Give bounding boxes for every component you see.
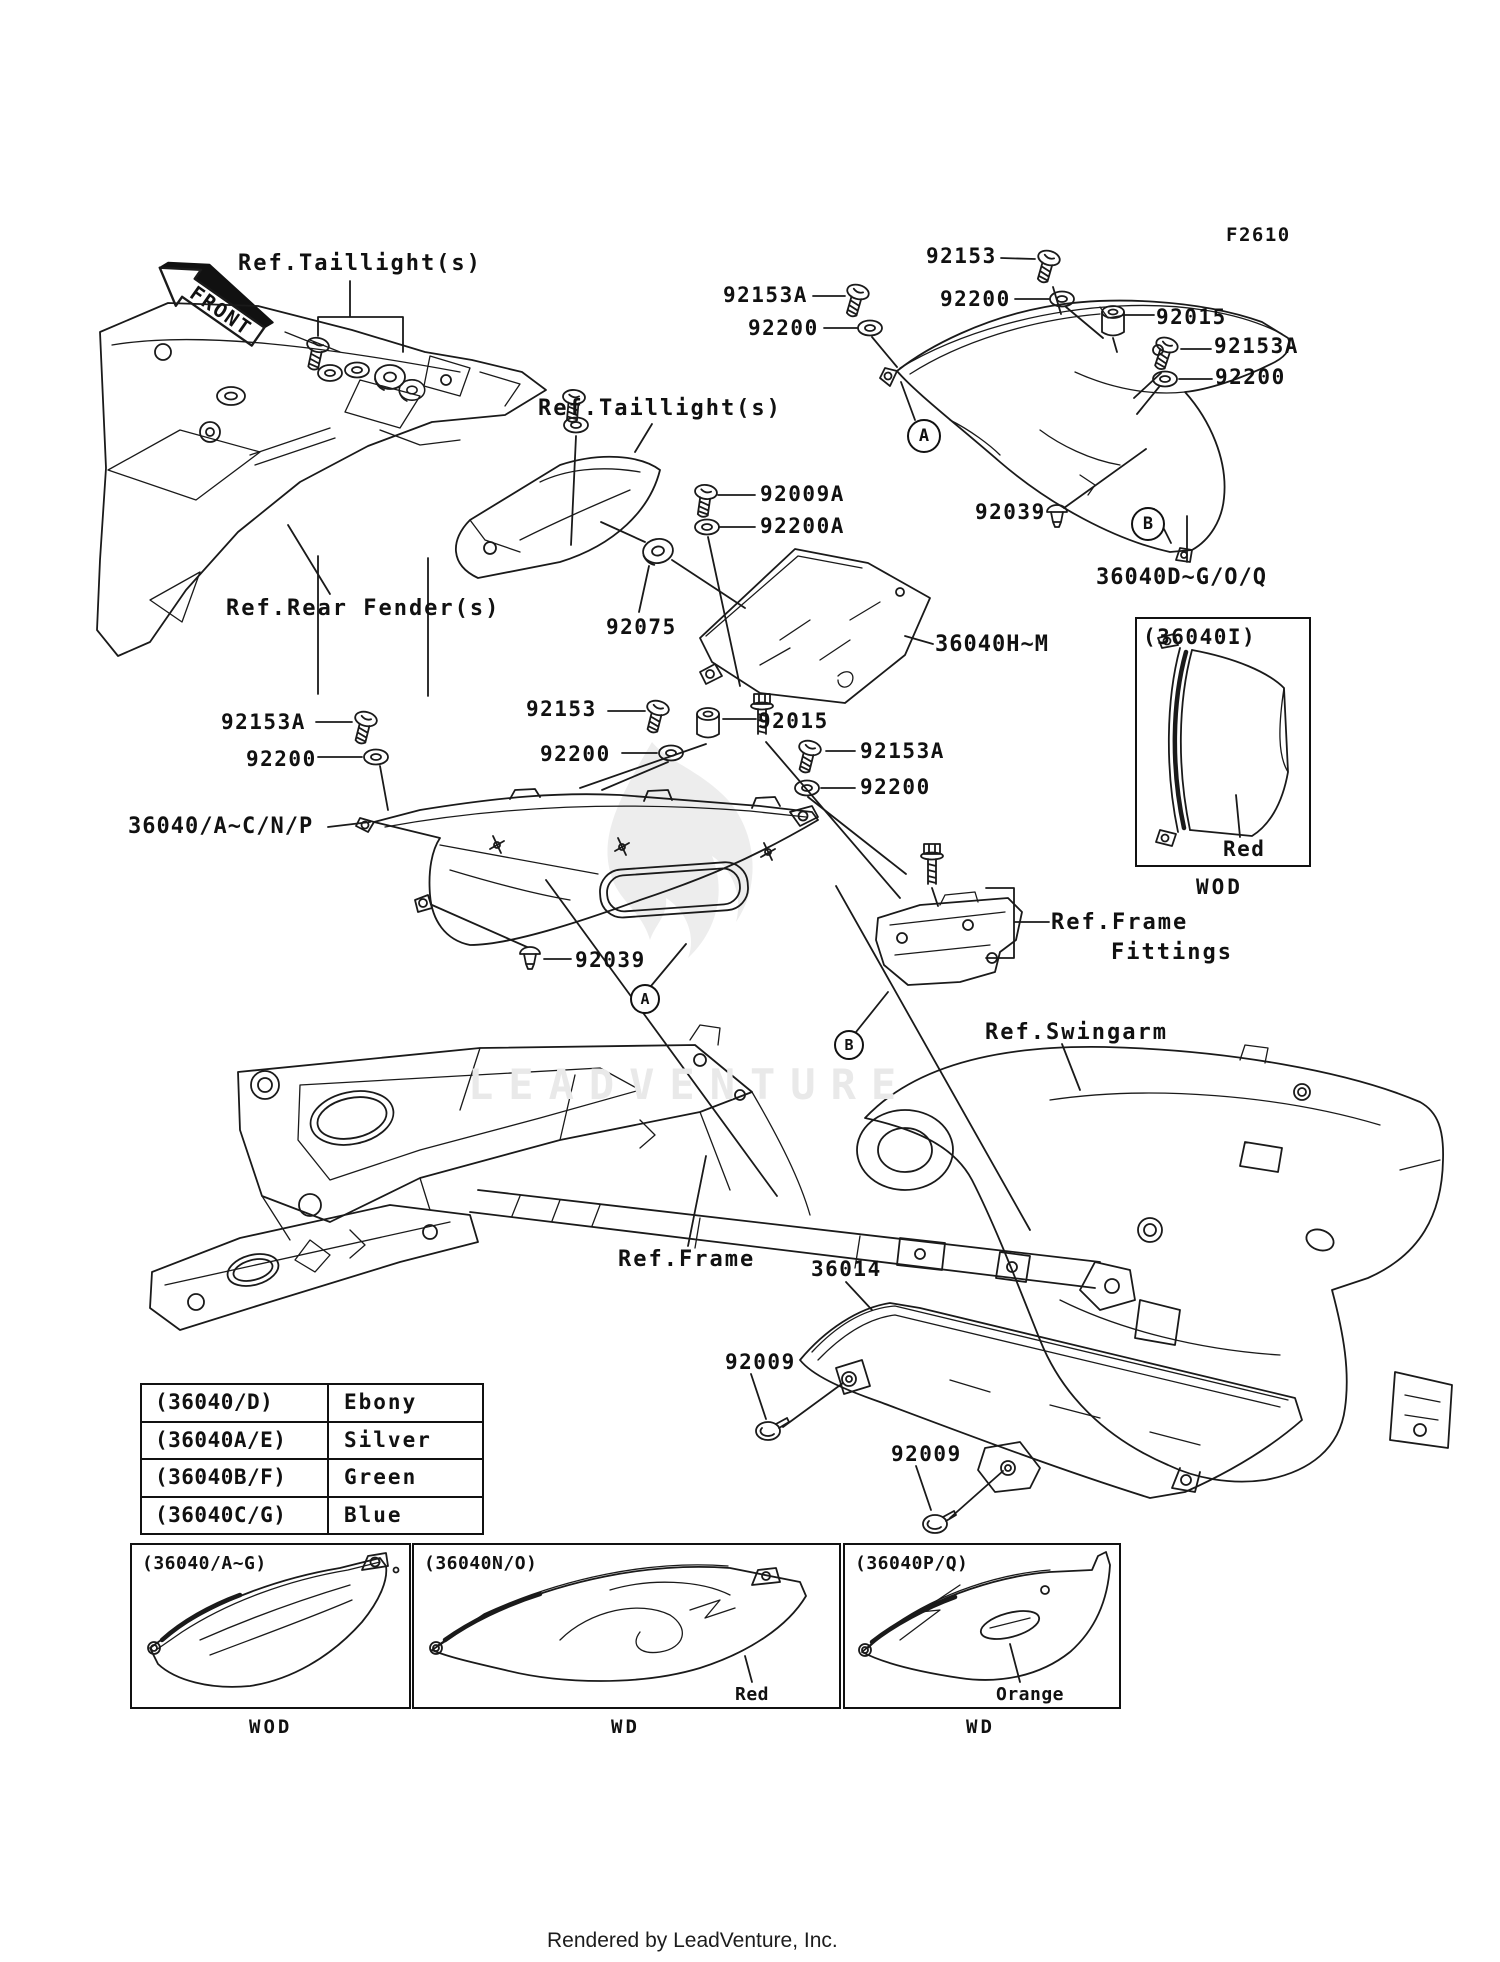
fiche-code: F2610 [1226, 224, 1291, 246]
label-92153-top: 92153 [926, 244, 997, 268]
label-92153a-left: 92153A [221, 710, 306, 734]
color-name: Blue [344, 1502, 403, 1527]
color-code: (36040/D) [142, 1385, 329, 1421]
frame-art [149, 1024, 1181, 1346]
label-92200a: 92200A [760, 514, 845, 538]
color-code: (36040A/E) [142, 1422, 329, 1458]
label-92200-top: 92200 [940, 287, 1011, 311]
inset-wd-label: WOD [1196, 875, 1243, 899]
ref-taillight-top: Ref.Taillight(s) [238, 251, 482, 276]
color-name: Silver [344, 1427, 432, 1452]
variant3-part-art [858, 1551, 1111, 1681]
rear-fender-art [96, 302, 547, 657]
color-name: Green [344, 1465, 418, 1489]
variant3-color-label: Orange [996, 1684, 1065, 1705]
label-cover-mid: 36040H~M [935, 632, 1049, 657]
ref-rear-fender: Ref.Rear Fender(s) [226, 596, 501, 621]
inset-color-label: Red [1223, 837, 1266, 861]
inset-box-36040i: (36040I) Red [1135, 617, 1311, 867]
callout-b-top: B [1131, 507, 1165, 541]
variant1-part-art [147, 1552, 400, 1688]
label-cover-right: 36040D~G/O/Q [1096, 565, 1267, 590]
variant3-wd: WD [966, 1716, 995, 1738]
variant2-part-art [429, 1564, 807, 1682]
variant3-code: (36040P/Q) [855, 1553, 969, 1574]
label-92009-2: 92009 [891, 1442, 962, 1466]
ref-frame-fittings-1: Ref.Frame [1051, 910, 1189, 935]
inset-code: (36040I) [1143, 625, 1257, 649]
label-92200-topleft: 92200 [748, 316, 819, 340]
label-92153a-center: 92153A [860, 739, 945, 763]
variant2-wd: WD [611, 1716, 640, 1738]
label-92009-1: 92009 [725, 1350, 796, 1374]
label-92200-left: 92200 [246, 747, 317, 771]
callout-a-top: A [907, 419, 941, 453]
color-row: (36040/D) Ebony [142, 1385, 482, 1421]
variant-box-1: (36040/A~G) [130, 1543, 411, 1709]
variant-box-3: (36040P/Q) Orange [843, 1543, 1121, 1709]
color-row: (36040A/E) Silver [142, 1420, 482, 1458]
color-code: (36040B/F) [142, 1460, 329, 1496]
footer-credit: Rendered by LeadVenture, Inc. [547, 1929, 838, 1952]
color-code: (36040C/G) [142, 1497, 329, 1533]
label-92075: 92075 [606, 615, 677, 639]
flame-watermark [607, 742, 753, 958]
label-92039-top: 92039 [975, 500, 1046, 524]
variant1-wd: WOD [249, 1716, 293, 1738]
chain-cover-art [799, 1302, 1303, 1499]
variant1-code: (36040/A~G) [142, 1553, 267, 1574]
callout-b-bottom: B [834, 1030, 864, 1060]
label-92153a-topleft: 92153A [723, 283, 808, 307]
ref-frame: Ref.Frame [618, 1247, 756, 1272]
variant2-color-label: Red [735, 1684, 770, 1705]
label-92153-center: 92153 [526, 697, 597, 721]
color-row: (36040C/G) Blue [142, 1495, 482, 1533]
ref-frame-fittings-2: Fittings [1111, 940, 1233, 965]
label-92200-center2: 92200 [860, 775, 931, 799]
label-92039-bottom: 92039 [575, 948, 646, 972]
color-table: (36040/D) Ebony (36040A/E) Silver (36040… [140, 1383, 484, 1535]
frame-fitting-art [875, 891, 1023, 986]
cover-inset-art [1155, 633, 1289, 847]
variant2-code: (36040N/O) [424, 1553, 538, 1574]
color-row: (36040B/F) Green [142, 1458, 482, 1496]
label-92015-center: 92015 [758, 709, 829, 733]
label-92153a-topright: 92153A [1214, 334, 1299, 358]
label-cover-main: 36040/A~C/N/P [128, 814, 314, 839]
ref-swingarm: Ref.Swingarm [985, 1020, 1168, 1045]
taillight-art [455, 455, 661, 579]
ref-taillight-mid: Ref.Taillight(s) [538, 396, 782, 421]
variant-box-2: (36040N/O) Red [412, 1543, 841, 1709]
swingarm-art [856, 1044, 1453, 1493]
color-name: Ebony [344, 1390, 418, 1414]
leadventure-watermark: LEADVENTURE [468, 1060, 912, 1109]
label-92015-top: 92015 [1156, 305, 1227, 329]
label-36014: 36014 [811, 1257, 882, 1281]
label-92009a: 92009A [760, 482, 845, 506]
cover-mid-art [699, 548, 931, 704]
label-92200-topright: 92200 [1215, 365, 1286, 389]
callout-a-bottom: A [630, 984, 660, 1014]
leader-lines [287, 257, 1241, 1683]
label-92200-center: 92200 [540, 742, 611, 766]
